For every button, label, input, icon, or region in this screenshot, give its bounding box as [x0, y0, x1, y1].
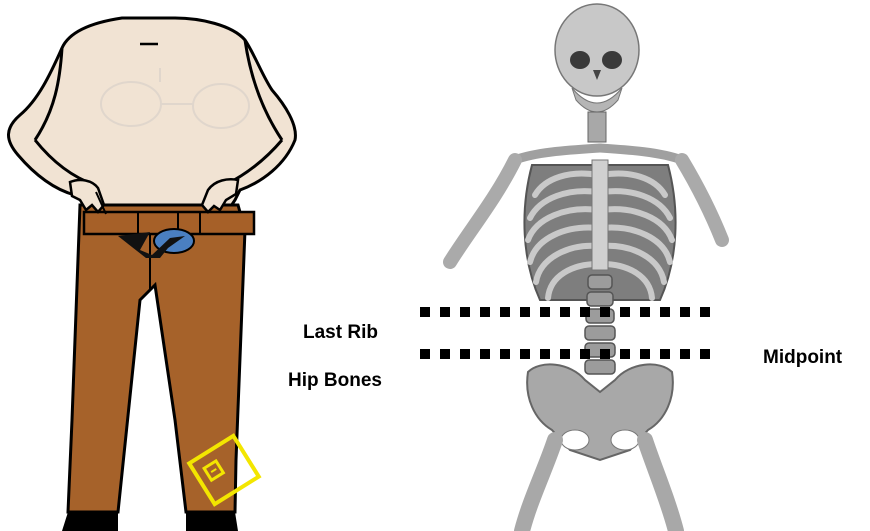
skull — [555, 4, 639, 96]
left-shoe — [62, 512, 118, 531]
man-figure — [8, 18, 295, 531]
hip-bones-label: Hip Bones — [288, 370, 382, 392]
last-rib-label: Last Rib — [303, 322, 378, 344]
torso — [8, 18, 295, 215]
skeleton-icon — [450, 4, 722, 531]
right-shoe — [186, 512, 238, 531]
midpoint-label: Midpoint — [763, 347, 842, 369]
